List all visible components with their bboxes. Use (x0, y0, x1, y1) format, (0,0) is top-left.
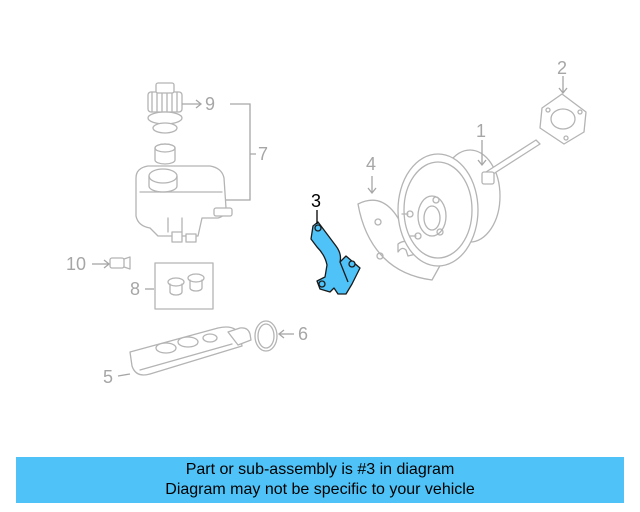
leader-4-arrow (367, 187, 377, 195)
callout-6[interactable]: 6 (298, 324, 308, 344)
part-5-master-cylinder[interactable] (129, 326, 252, 376)
callout-5[interactable]: 5 (103, 367, 113, 387)
callout-1[interactable]: 1 (476, 121, 486, 141)
part-2-gasket[interactable] (539, 93, 587, 145)
callout-3[interactable]: 3 (311, 191, 321, 211)
part-6-seal-ring[interactable] (254, 320, 278, 352)
leader-6-arrow (277, 329, 285, 339)
leader-9-arrow (195, 99, 203, 109)
part-7-brake-fluid-reservoir[interactable] (135, 165, 233, 243)
part-8-grommets[interactable] (154, 262, 214, 310)
part-3-bracket-highlighted[interactable] (310, 221, 361, 295)
parts-diagram: 9 7 10 8 5 (66, 58, 587, 387)
leader-5 (117, 373, 131, 377)
part-10-level-sensor[interactable] (109, 256, 131, 270)
callout-4[interactable]: 4 (366, 154, 376, 174)
callout-2[interactable]: 2 (557, 58, 567, 78)
callout-9[interactable]: 9 (205, 94, 215, 114)
part-9-reservoir-cap[interactable] (147, 82, 183, 134)
callout-10[interactable]: 10 (66, 254, 86, 274)
banner-line-2: Diagram may not be specific to your vehi… (165, 481, 475, 498)
callout-7[interactable]: 7 (258, 144, 268, 164)
leader-7-bracket (220, 103, 256, 201)
part-1-brake-booster[interactable] (397, 139, 541, 267)
leader-1-arrow (477, 159, 487, 167)
info-banner: Part or sub-assembly is #3 in diagram Di… (16, 457, 624, 503)
leader-10-arrow (103, 259, 111, 269)
reservoir-strainer (154, 143, 176, 165)
leader-2-arrow (558, 87, 568, 95)
callout-8[interactable]: 8 (130, 279, 140, 299)
banner-line-1: Part or sub-assembly is #3 in diagram (185, 461, 455, 478)
